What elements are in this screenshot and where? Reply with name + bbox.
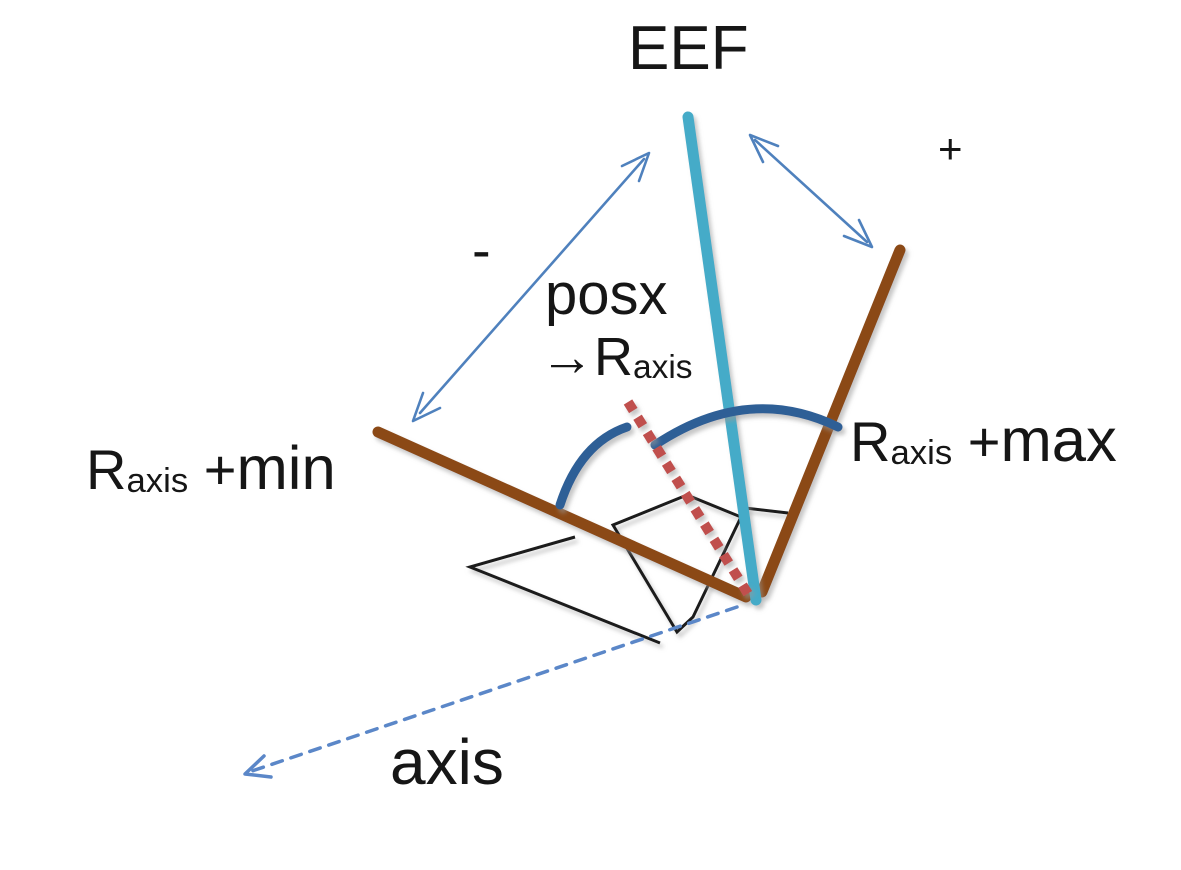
raxis-max-word: max	[1000, 406, 1117, 475]
plus-sign-label: +	[938, 125, 963, 172]
negative-direction-arrow	[411, 151, 651, 423]
posx-to-raxis-label: →Raxis	[540, 327, 693, 387]
mapping-raxis-base: R	[594, 327, 633, 387]
negative-arrow-head-bottom	[411, 391, 442, 423]
gripper-finger-left-outline	[465, 535, 661, 645]
raxis-max-sub: axis	[890, 434, 953, 473]
raxis-min-base: R	[86, 438, 127, 501]
axis-arrow	[243, 605, 739, 779]
limit-line-min	[372, 426, 752, 603]
positive-arrow-shaft	[753, 138, 869, 244]
eef-line	[682, 111, 762, 606]
negative-arrow-shaft	[418, 157, 646, 415]
positive-arrow-head-top	[748, 133, 780, 164]
positive-arrow-head-bottom	[842, 218, 874, 249]
minus-sign-label: -	[472, 218, 491, 281]
range-arcs	[555, 404, 843, 510]
raxis-min-sub: axis	[126, 462, 189, 501]
posx-label: posx	[545, 262, 668, 327]
axis-arrow-shaft	[250, 605, 739, 773]
eef-label: EEF	[628, 14, 749, 83]
mapping-arrow-icon: →	[540, 327, 594, 387]
range-arc-right	[650, 404, 843, 450]
negative-arrow-head-top	[620, 151, 651, 183]
gripper-finger-middle-outline	[610, 493, 744, 635]
raxis-min-label: Raxis +min	[86, 438, 336, 500]
raxis-min-plus: +	[188, 438, 237, 501]
mapping-raxis-sub: axis	[633, 349, 693, 387]
axis-label: axis	[390, 726, 504, 798]
posx-dashed-line	[623, 399, 755, 600]
raxis-min-word: min	[236, 434, 336, 503]
positive-direction-arrow	[748, 133, 874, 249]
raxis-max-plus: +	[952, 410, 1001, 473]
raxis-max-base: R	[850, 410, 891, 473]
axis-arrow-head	[243, 754, 273, 779]
range-arc-left	[555, 422, 632, 510]
gripper-tick-right	[744, 506, 789, 515]
raxis-max-label: Raxis +max	[850, 410, 1117, 472]
gripper-wireframe	[465, 493, 789, 645]
